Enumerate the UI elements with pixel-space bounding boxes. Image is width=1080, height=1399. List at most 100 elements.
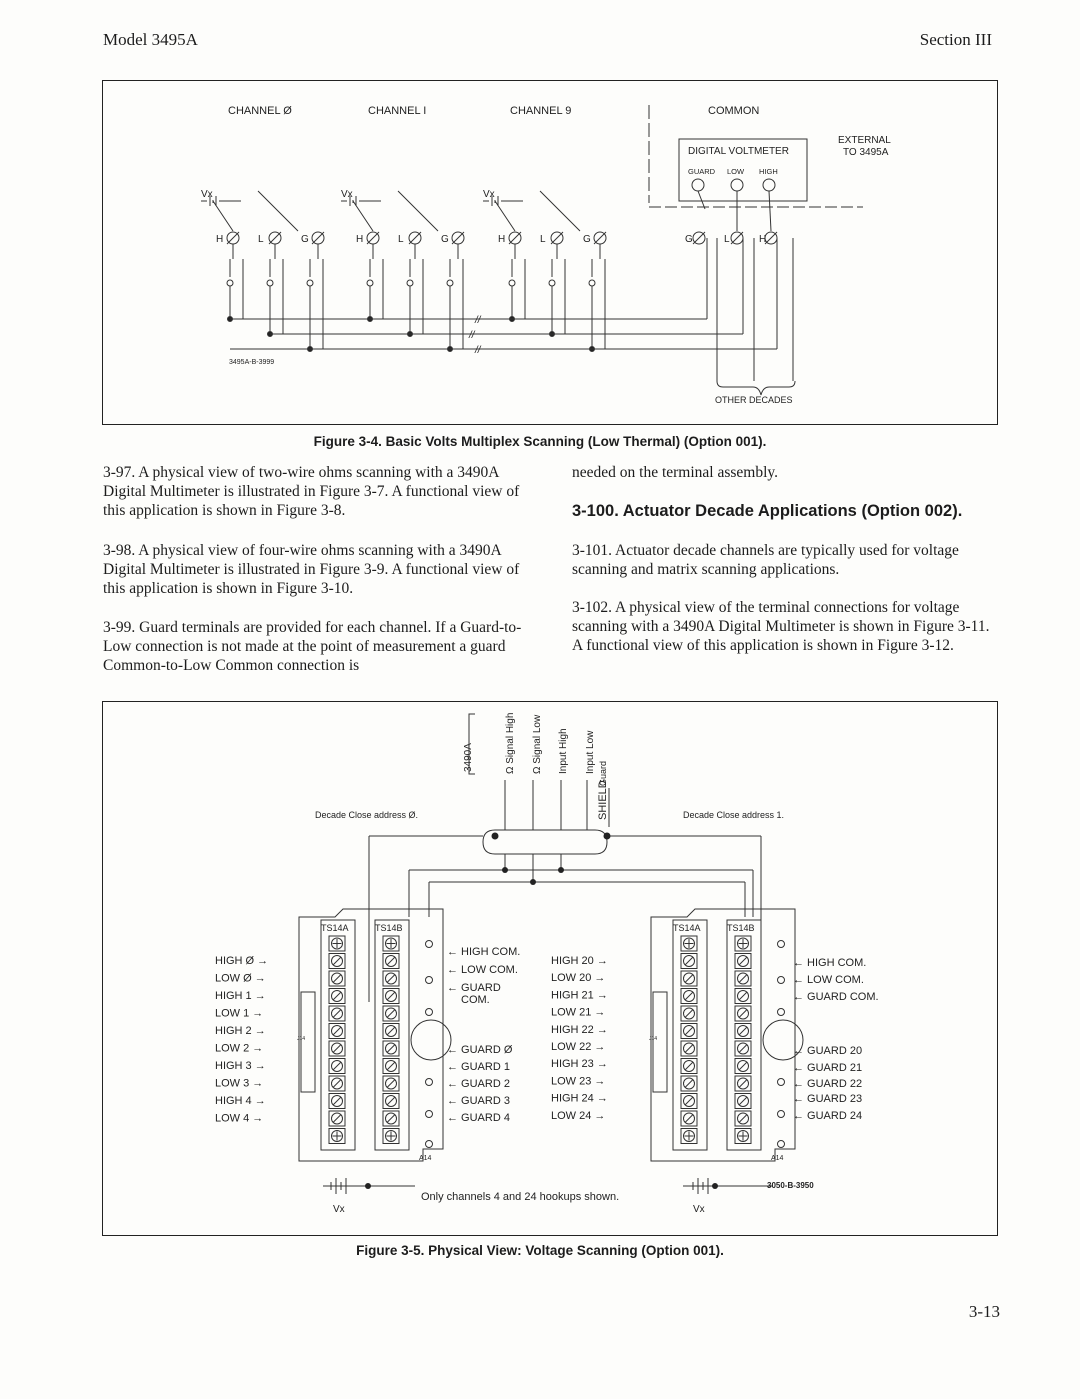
common-h-label: H	[759, 234, 766, 245]
left-screw-terminal	[328, 1110, 346, 1127]
left-connector-hole	[410, 1019, 452, 1061]
right-j14-connector	[652, 991, 668, 1093]
figure-3-4-caption: Figure 3-4. Basic Volts Multiplex Scanni…	[313, 434, 767, 449]
paragraph-3-97: 3-97. A physical view of two-wire ohms s…	[103, 464, 520, 519]
label-guard: Guard	[598, 761, 608, 786]
other-decades-label: OTHER DECADES	[715, 395, 793, 405]
svg-text://: //	[468, 330, 476, 341]
mid-left-label: ← GUARD 3	[447, 1095, 510, 1107]
right-mount-hole	[777, 1110, 785, 1118]
left-terminal-label: LOW 4 →	[215, 1113, 263, 1125]
paragraph-3-99-continued: needed on the terminal assembly.	[572, 464, 779, 481]
right-screw-terminal	[734, 1093, 752, 1109]
left-screw-terminal	[382, 1128, 400, 1144]
terminal-label: L	[258, 234, 264, 245]
mid-right-label: LOW 22 →	[551, 1041, 605, 1053]
right-screw-terminal	[734, 1023, 752, 1039]
mid-left-label: ← GUARD 2	[447, 1078, 510, 1090]
left-screw-terminal	[328, 970, 346, 987]
vx-label: Vx	[483, 189, 495, 200]
right-screw-terminal	[734, 1058, 752, 1074]
dvm-label: DIGITAL VOLTMETER	[688, 146, 789, 157]
terminal-label: L	[398, 234, 404, 245]
right-screw-terminal	[734, 988, 752, 1004]
terminal-label: G	[441, 234, 449, 245]
switch-contact	[446, 279, 454, 287]
terminal-label: L	[540, 234, 546, 245]
right-terminal-label: ← GUARD 22	[793, 1078, 862, 1090]
right-terminal-label: ← GUARD 24	[793, 1110, 862, 1122]
mid-right-label: LOW 23 →	[551, 1075, 605, 1087]
mid-right-label: HIGH 22 →	[551, 1024, 608, 1036]
right-mount-hole	[777, 1008, 785, 1016]
right-terminal-label: ← LOW COM.	[793, 974, 864, 986]
left-screw-terminal	[382, 935, 400, 952]
figure-3-5-code: 3050-B-3950	[767, 1181, 814, 1190]
right-mount-hole	[777, 1078, 785, 1086]
section-heading-3-100: 3-100. Actuator Decade Applications (Opt…	[572, 502, 963, 520]
left-screw-terminal	[328, 1023, 346, 1039]
right-screw-terminal	[734, 1005, 752, 1022]
left-screw-terminal	[382, 1005, 400, 1022]
mid-right-label: HIGH 23 →	[551, 1058, 608, 1070]
mid-left-label: ← LOW COM.	[447, 964, 518, 976]
right-screw-terminal	[680, 935, 698, 952]
paragraph-3-101: 3-101. Actuator decade channels are typi…	[572, 542, 959, 578]
left-screw-terminal	[328, 953, 346, 969]
left-terminal-label: HIGH 1 →	[215, 990, 266, 1002]
left-screw-terminal	[382, 988, 400, 1004]
right-screw-terminal	[680, 1023, 698, 1039]
left-ts14b-strip	[374, 919, 410, 1151]
right-screw-terminal	[680, 1005, 698, 1022]
terminal-label: H	[216, 234, 223, 245]
left-terminal-label: HIGH Ø →	[215, 955, 268, 967]
figure-3-5: 3490A Ω Signal High Ω Signal Low Input H…	[102, 701, 998, 1236]
right-screw-terminal	[734, 935, 752, 952]
left-screw-terminal	[328, 1075, 346, 1092]
running-header-model: Model 3495A	[103, 30, 198, 49]
left-board-outline	[298, 908, 444, 1162]
paragraph-3-99: 3-99. Guard terminals are provided for e…	[103, 619, 522, 674]
channel-9-label: CHANNEL 9	[510, 105, 571, 117]
decade-close-0: Decade Close address Ø.	[315, 810, 418, 820]
left-terminal-label: LOW Ø →	[215, 973, 266, 985]
external-label-2: TO 3495A	[843, 147, 889, 158]
mid-right-label: HIGH 21 →	[551, 989, 608, 1001]
left-mount-hole	[425, 940, 433, 948]
left-screw-terminal	[328, 1058, 346, 1074]
left-terminal-label: LOW 3 →	[215, 1078, 263, 1090]
svg-text://: //	[474, 315, 482, 326]
dvm-guard-label: GUARD	[688, 167, 716, 176]
right-screw-terminal	[680, 1128, 698, 1144]
hookups-note: Only channels 4 and 24 hookups shown.	[421, 1191, 619, 1203]
right-terminal-label: ← GUARD 20	[793, 1045, 862, 1057]
mid-right-label: LOW 21 →	[551, 1007, 605, 1019]
right-a14-label: A14	[771, 1155, 784, 1162]
decade-close-1: Decade Close address 1.	[683, 810, 784, 820]
mid-right-label: HIGH 24 →	[551, 1093, 608, 1105]
left-screw-terminal	[382, 1110, 400, 1127]
left-ts14b-label: TS14B	[375, 923, 403, 933]
right-screw-terminal	[680, 970, 698, 987]
label-signal-high: Ω Signal High	[505, 713, 516, 774]
channel-1-label: CHANNEL I	[368, 105, 426, 117]
figure-3-4: CHANNEL Ø CHANNEL I CHANNEL 9 COMMON DIG…	[102, 80, 998, 425]
right-ts14a-label: TS14A	[673, 923, 701, 933]
common-g-label: G	[685, 234, 693, 245]
right-screw-terminal	[734, 1128, 752, 1144]
svg-text://: //	[474, 345, 482, 356]
switch-contact	[266, 279, 274, 287]
mid-left-label: ← GUARD	[447, 982, 501, 994]
mid-right-label: LOW 24 →	[551, 1110, 605, 1122]
left-mount-hole	[425, 1078, 433, 1086]
left-screw-terminal	[328, 1040, 346, 1057]
right-board-outline	[650, 908, 796, 1162]
right-screw-terminal	[680, 1058, 698, 1074]
mid-left-label: ← HIGH COM.	[447, 946, 520, 958]
dvm-high-label: HIGH	[759, 167, 778, 176]
right-terminal-label: ← GUARD 23	[793, 1093, 862, 1105]
